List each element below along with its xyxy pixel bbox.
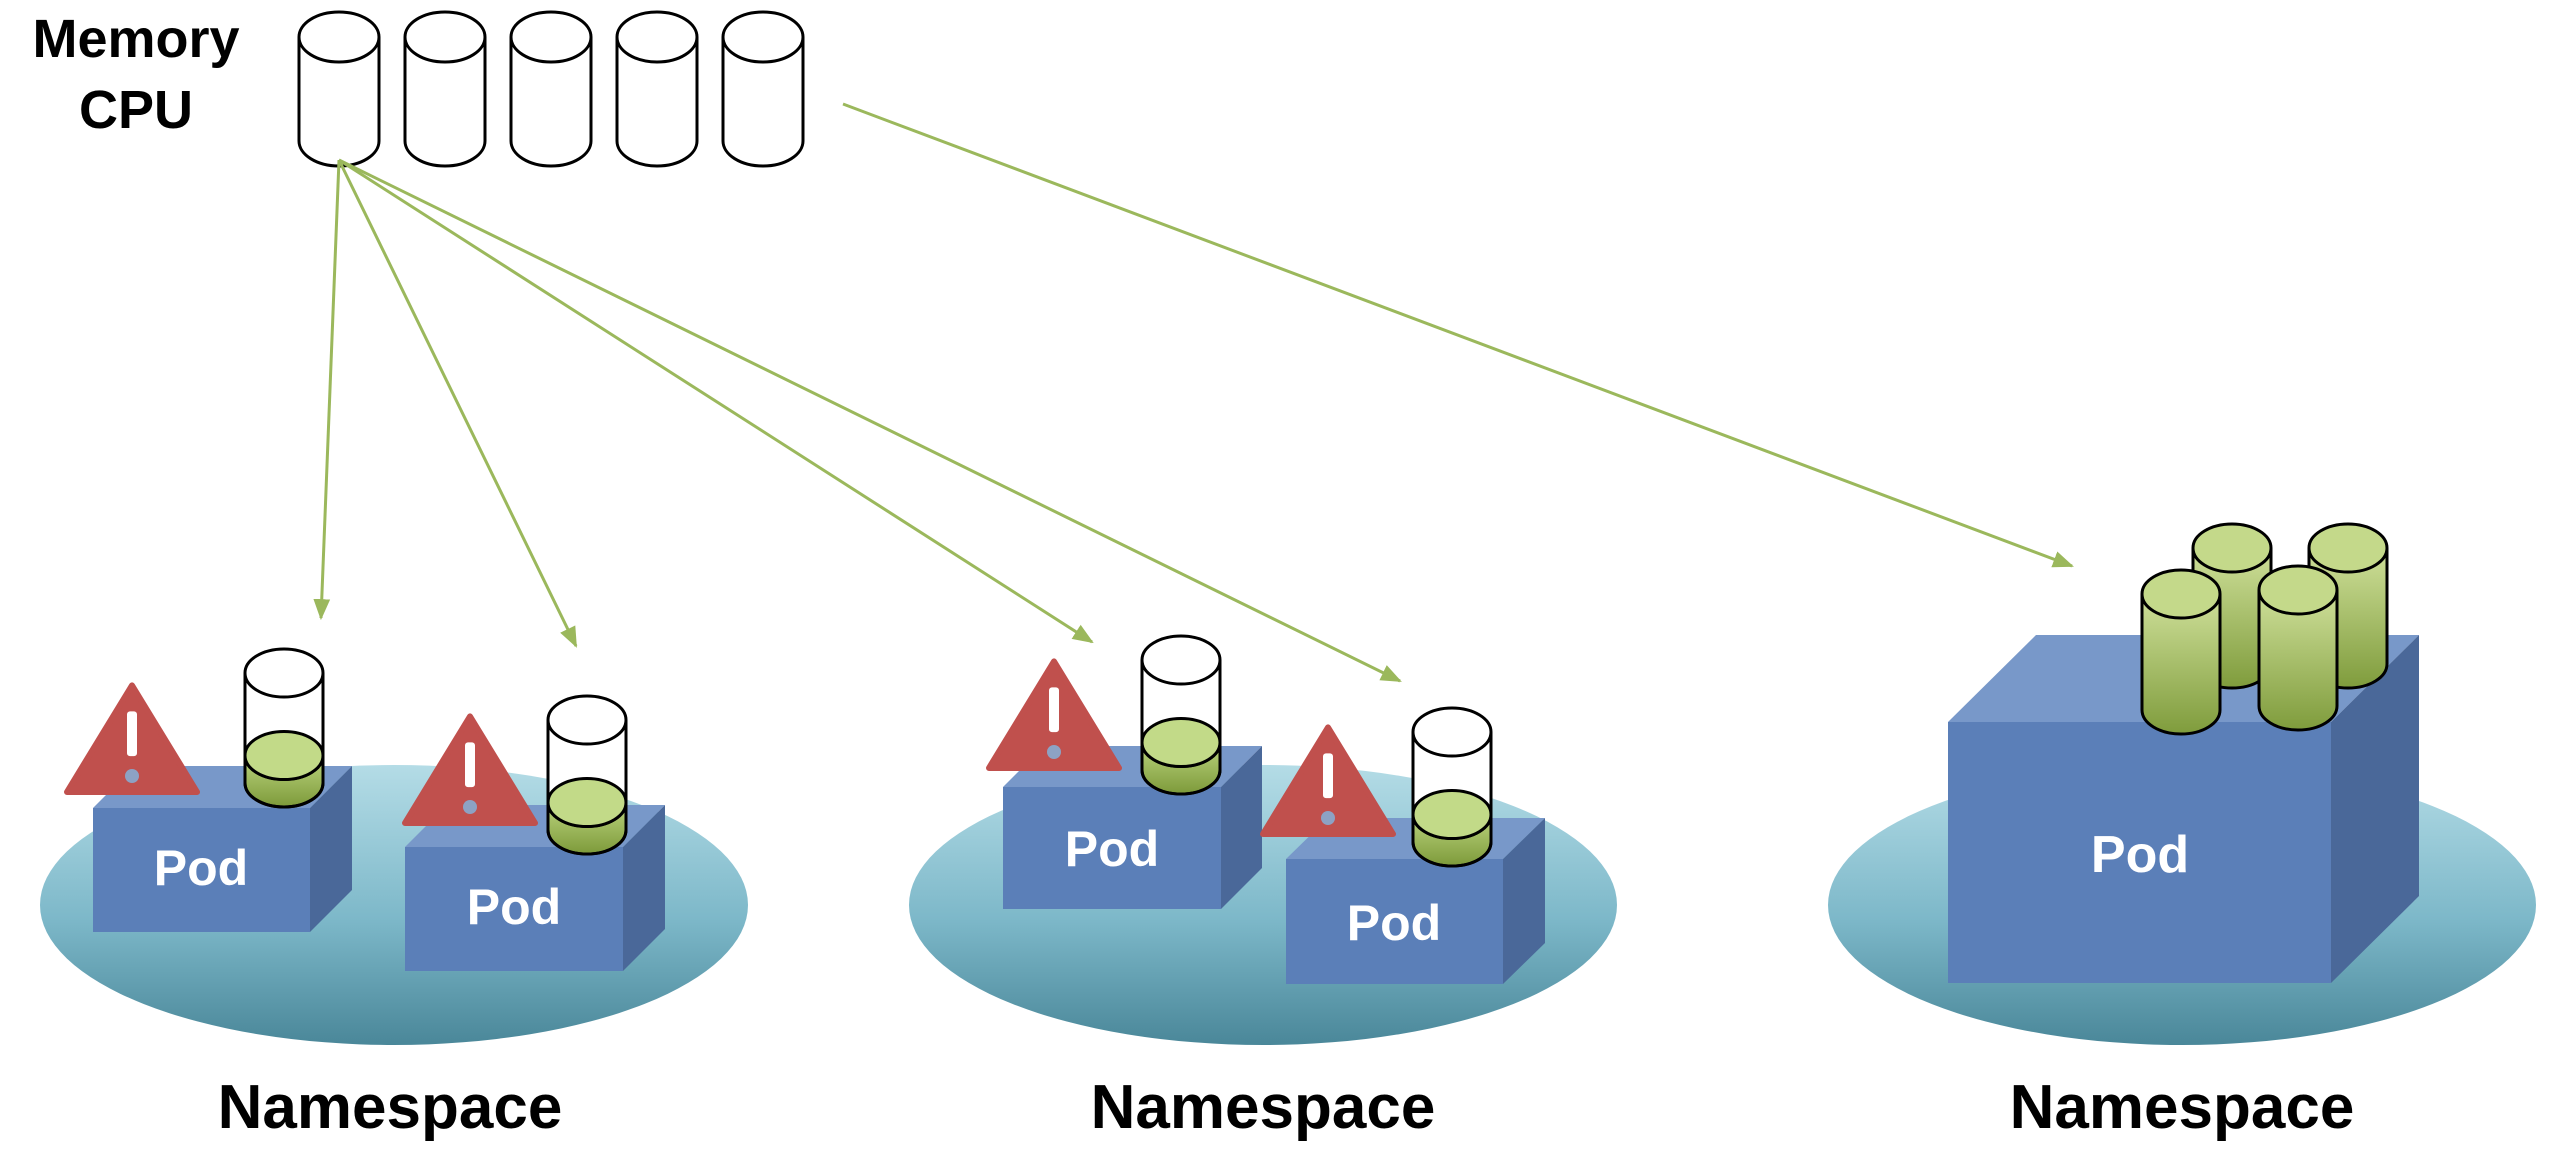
- allocation-arrow: [337, 159, 578, 648]
- allocation-arrow: [338, 158, 1094, 644]
- resource-cylinder: [2257, 564, 2339, 732]
- resource-pool: [297, 10, 805, 168]
- warning-icon: [1260, 724, 1396, 837]
- warning-icon: [64, 682, 200, 795]
- pod-front: [1948, 722, 2331, 983]
- resource-cylinder: [1140, 634, 1222, 796]
- resource-pool-cylinder: [509, 10, 593, 168]
- allocation-arrows: [313, 102, 2074, 683]
- pod-side: [1503, 818, 1545, 984]
- pod-side: [2331, 635, 2419, 983]
- cpu-label: CPU: [79, 80, 193, 140]
- pod-label: Pod: [1347, 895, 1441, 951]
- namespace-label: Namespace: [1091, 1073, 1436, 1142]
- resource-cylinder: [546, 694, 628, 856]
- pod-label: Pod: [467, 879, 561, 935]
- namespace-1: Pod Pod Namespace: [40, 765, 748, 1142]
- warning-icon: [402, 713, 538, 826]
- memory-label: Memory: [32, 9, 239, 69]
- pod-resource-cylinders: [243, 634, 1493, 868]
- namespace-2: Pod Pod Namespace: [909, 746, 1617, 1142]
- pod-resources: [2140, 522, 2389, 736]
- pod-front: [405, 847, 623, 971]
- pod-label: Pod: [1065, 821, 1159, 877]
- resource-pool-cylinder: [297, 10, 381, 168]
- pod-side: [623, 805, 665, 971]
- pod-label: Pod: [154, 840, 248, 896]
- resource-pool-cylinder: [721, 10, 805, 168]
- pod-side: [1221, 746, 1262, 909]
- pod-side: [310, 766, 352, 932]
- allocation-arrow: [313, 159, 341, 621]
- resource-cylinder: [2140, 568, 2222, 736]
- pod-front: [1003, 787, 1221, 909]
- namespace-label: Namespace: [2010, 1073, 2355, 1142]
- pod-label: Pod: [2091, 826, 2189, 884]
- resource-pool-cylinder: [403, 10, 487, 168]
- namespace-label: Namespace: [218, 1073, 563, 1142]
- resource-pool-cylinder: [615, 10, 699, 168]
- resource-cylinder: [1411, 706, 1493, 868]
- namespace-3: Pod Namespace: [1828, 522, 2536, 1142]
- allocation-arrow: [842, 102, 2074, 568]
- warnings: [64, 658, 1396, 837]
- allocation-arrow: [338, 158, 1402, 683]
- warning-icon: [986, 658, 1122, 771]
- pod-front: [1286, 859, 1503, 984]
- resource-cylinder: [243, 647, 325, 809]
- pod-front: [93, 808, 310, 932]
